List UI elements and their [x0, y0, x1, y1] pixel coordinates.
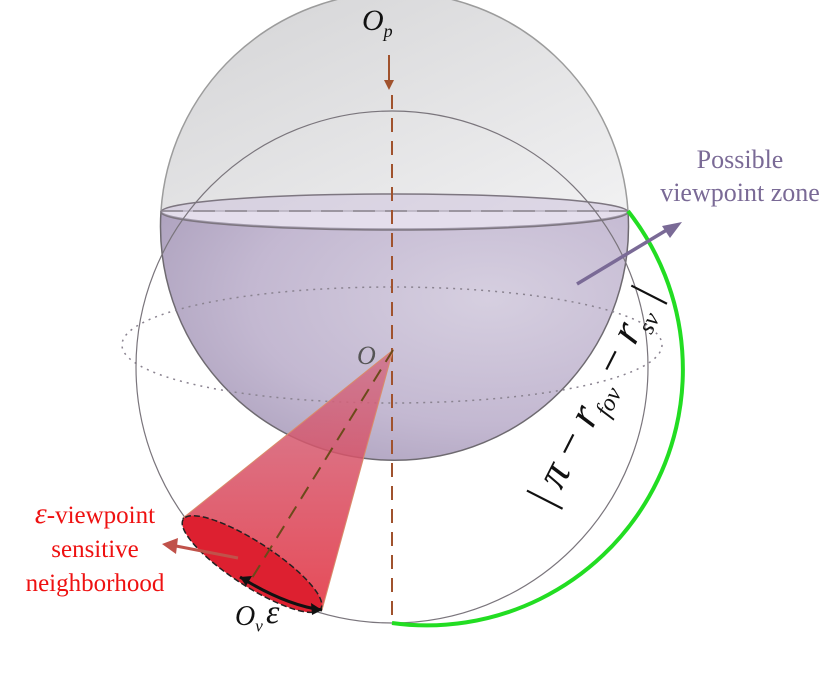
eps-arrowhead: [162, 538, 178, 554]
green-arc: [391, 209, 685, 628]
epsilon-arrowhead-left: [240, 576, 252, 586]
upper-rim-front: [160, 193, 629, 231]
upper-cap: [160, 0, 629, 212]
center-label: O: [357, 341, 376, 370]
zone-arrowhead: [662, 222, 682, 238]
ov-label: Ov: [235, 601, 263, 636]
arrow-left-icon: [175, 544, 239, 560]
epsilon-label: ε: [266, 594, 280, 631]
arrow-right-up-icon: [576, 226, 671, 286]
viewpoint-zone-label: Possible viewpoint zone: [660, 145, 820, 207]
op-label: Op: [362, 4, 393, 41]
epsilon-arrowhead-right: [311, 603, 322, 615]
epsilon-neighborhood-label: ε-viewpoint sensitive neighborhood: [25, 497, 165, 597]
